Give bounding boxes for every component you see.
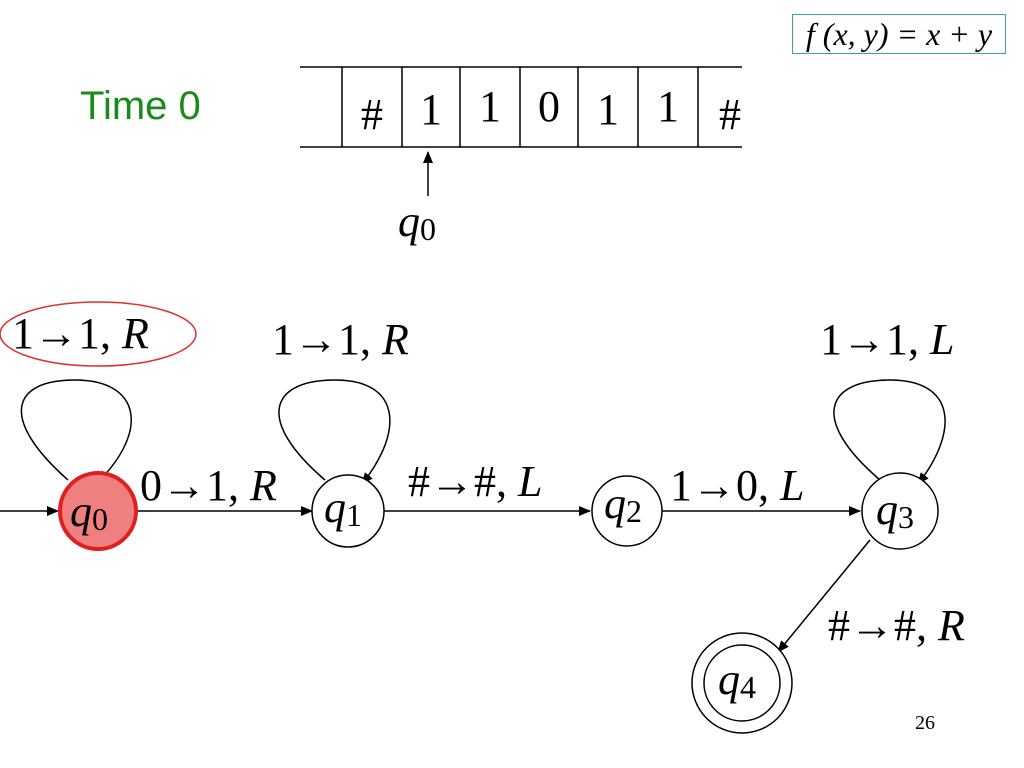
svg-text:q1: q1 [324,483,362,533]
label-q0-loop: 1→1, R [12,309,149,358]
label-q0-q1: 0→1, R [140,461,277,510]
tape [300,66,742,148]
state-q2: q2 [591,475,663,547]
label-q3-q4: #→#, R [828,601,965,650]
highlight-oval [0,301,197,367]
svg-text:q4: q4 [718,655,756,705]
state-q3: q3 [861,472,939,550]
tape-head-state: q0 [398,197,436,247]
q3-loop-edge [833,379,946,485]
label-q1-q2: #→#, L [408,457,542,506]
q1-loop-edge [278,379,391,485]
time-label: Time 0 [80,84,201,128]
tape-cell: 1 [597,85,619,134]
state-q1: q1 [311,474,385,548]
state-q4: q4 [691,632,793,734]
tape-cell: 1 [479,82,501,131]
label-q1-loop: 1→1, R [272,315,409,364]
formula-box: f (x, y) = x + y [792,14,1006,54]
tape-cell: 1 [657,82,679,131]
q0-loop-edge [20,379,132,483]
svg-text:q0: q0 [70,487,108,537]
svg-text:q2: q2 [604,479,642,529]
label-q3-loop: 1→1, L [820,315,954,364]
state-q0: q0 [58,471,138,551]
slide-number: 26 [915,712,935,734]
tape-cell: 0 [538,82,560,131]
q3-q4-edge [777,539,871,653]
tape-cell: # [361,90,383,139]
tape-cell: 1 [420,85,442,134]
svg-text:q3: q3 [876,485,914,535]
tape-cell: # [719,90,741,139]
label-q2-q3: 1→0, L [670,461,804,510]
